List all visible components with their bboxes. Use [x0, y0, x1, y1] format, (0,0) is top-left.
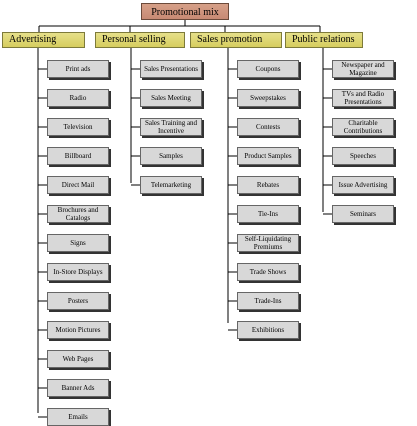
public-relations-item: Speeches [332, 147, 394, 165]
sales-promotion-item: Self-Liquidating Premiums [237, 234, 299, 252]
sales-promotion-item: Coupons [237, 60, 299, 78]
personal-selling-item: Samples [140, 147, 202, 165]
personal-selling-item: Sales Meeting [140, 89, 202, 107]
category-advertising: Advertising [2, 32, 85, 48]
public-relations-item: Issue Advertising [332, 176, 394, 194]
root-node: Promotional mix [141, 3, 229, 20]
sales-promotion-item: Contests [237, 118, 299, 136]
category-personal-selling: Personal selling [95, 32, 185, 48]
advertising-item: Brochures and Catalogs [47, 205, 109, 223]
advertising-item: Posters [47, 292, 109, 310]
advertising-item: Print ads [47, 60, 109, 78]
public-relations-item: Seminars [332, 205, 394, 223]
advertising-item: Emails [47, 408, 109, 426]
advertising-item: Motion Pictures [47, 321, 109, 339]
advertising-item: Direct Mail [47, 176, 109, 194]
advertising-item: Signs [47, 234, 109, 252]
sales-promotion-item: Exhibitions [237, 321, 299, 339]
advertising-item: Television [47, 118, 109, 136]
sales-promotion-item: Sweepstakes [237, 89, 299, 107]
category-public-relations: Public relations [285, 32, 363, 48]
sales-promotion-item: Trade-Ins [237, 292, 299, 310]
public-relations-item: Newspaper and Magazine [332, 60, 394, 78]
sales-promotion-item: Rebates [237, 176, 299, 194]
advertising-item: Radio [47, 89, 109, 107]
sales-promotion-item: Tie-Ins [237, 205, 299, 223]
category-sales-promotion: Sales promotion [190, 32, 282, 48]
advertising-item: In-Store Displays [47, 263, 109, 281]
sales-promotion-item: Product Samples [237, 147, 299, 165]
advertising-item: Banner Ads [47, 379, 109, 397]
personal-selling-item: Sales Presentations [140, 60, 202, 78]
personal-selling-item: Telemarketing [140, 176, 202, 194]
advertising-item: Web Pages [47, 350, 109, 368]
sales-promotion-item: Trade Shows [237, 263, 299, 281]
personal-selling-item: Sales Training and Incentive [140, 118, 202, 136]
public-relations-item: TVs and Radio Presentations [332, 89, 394, 107]
public-relations-item: Charitable Contributions [332, 118, 394, 136]
advertising-item: Billboard [47, 147, 109, 165]
